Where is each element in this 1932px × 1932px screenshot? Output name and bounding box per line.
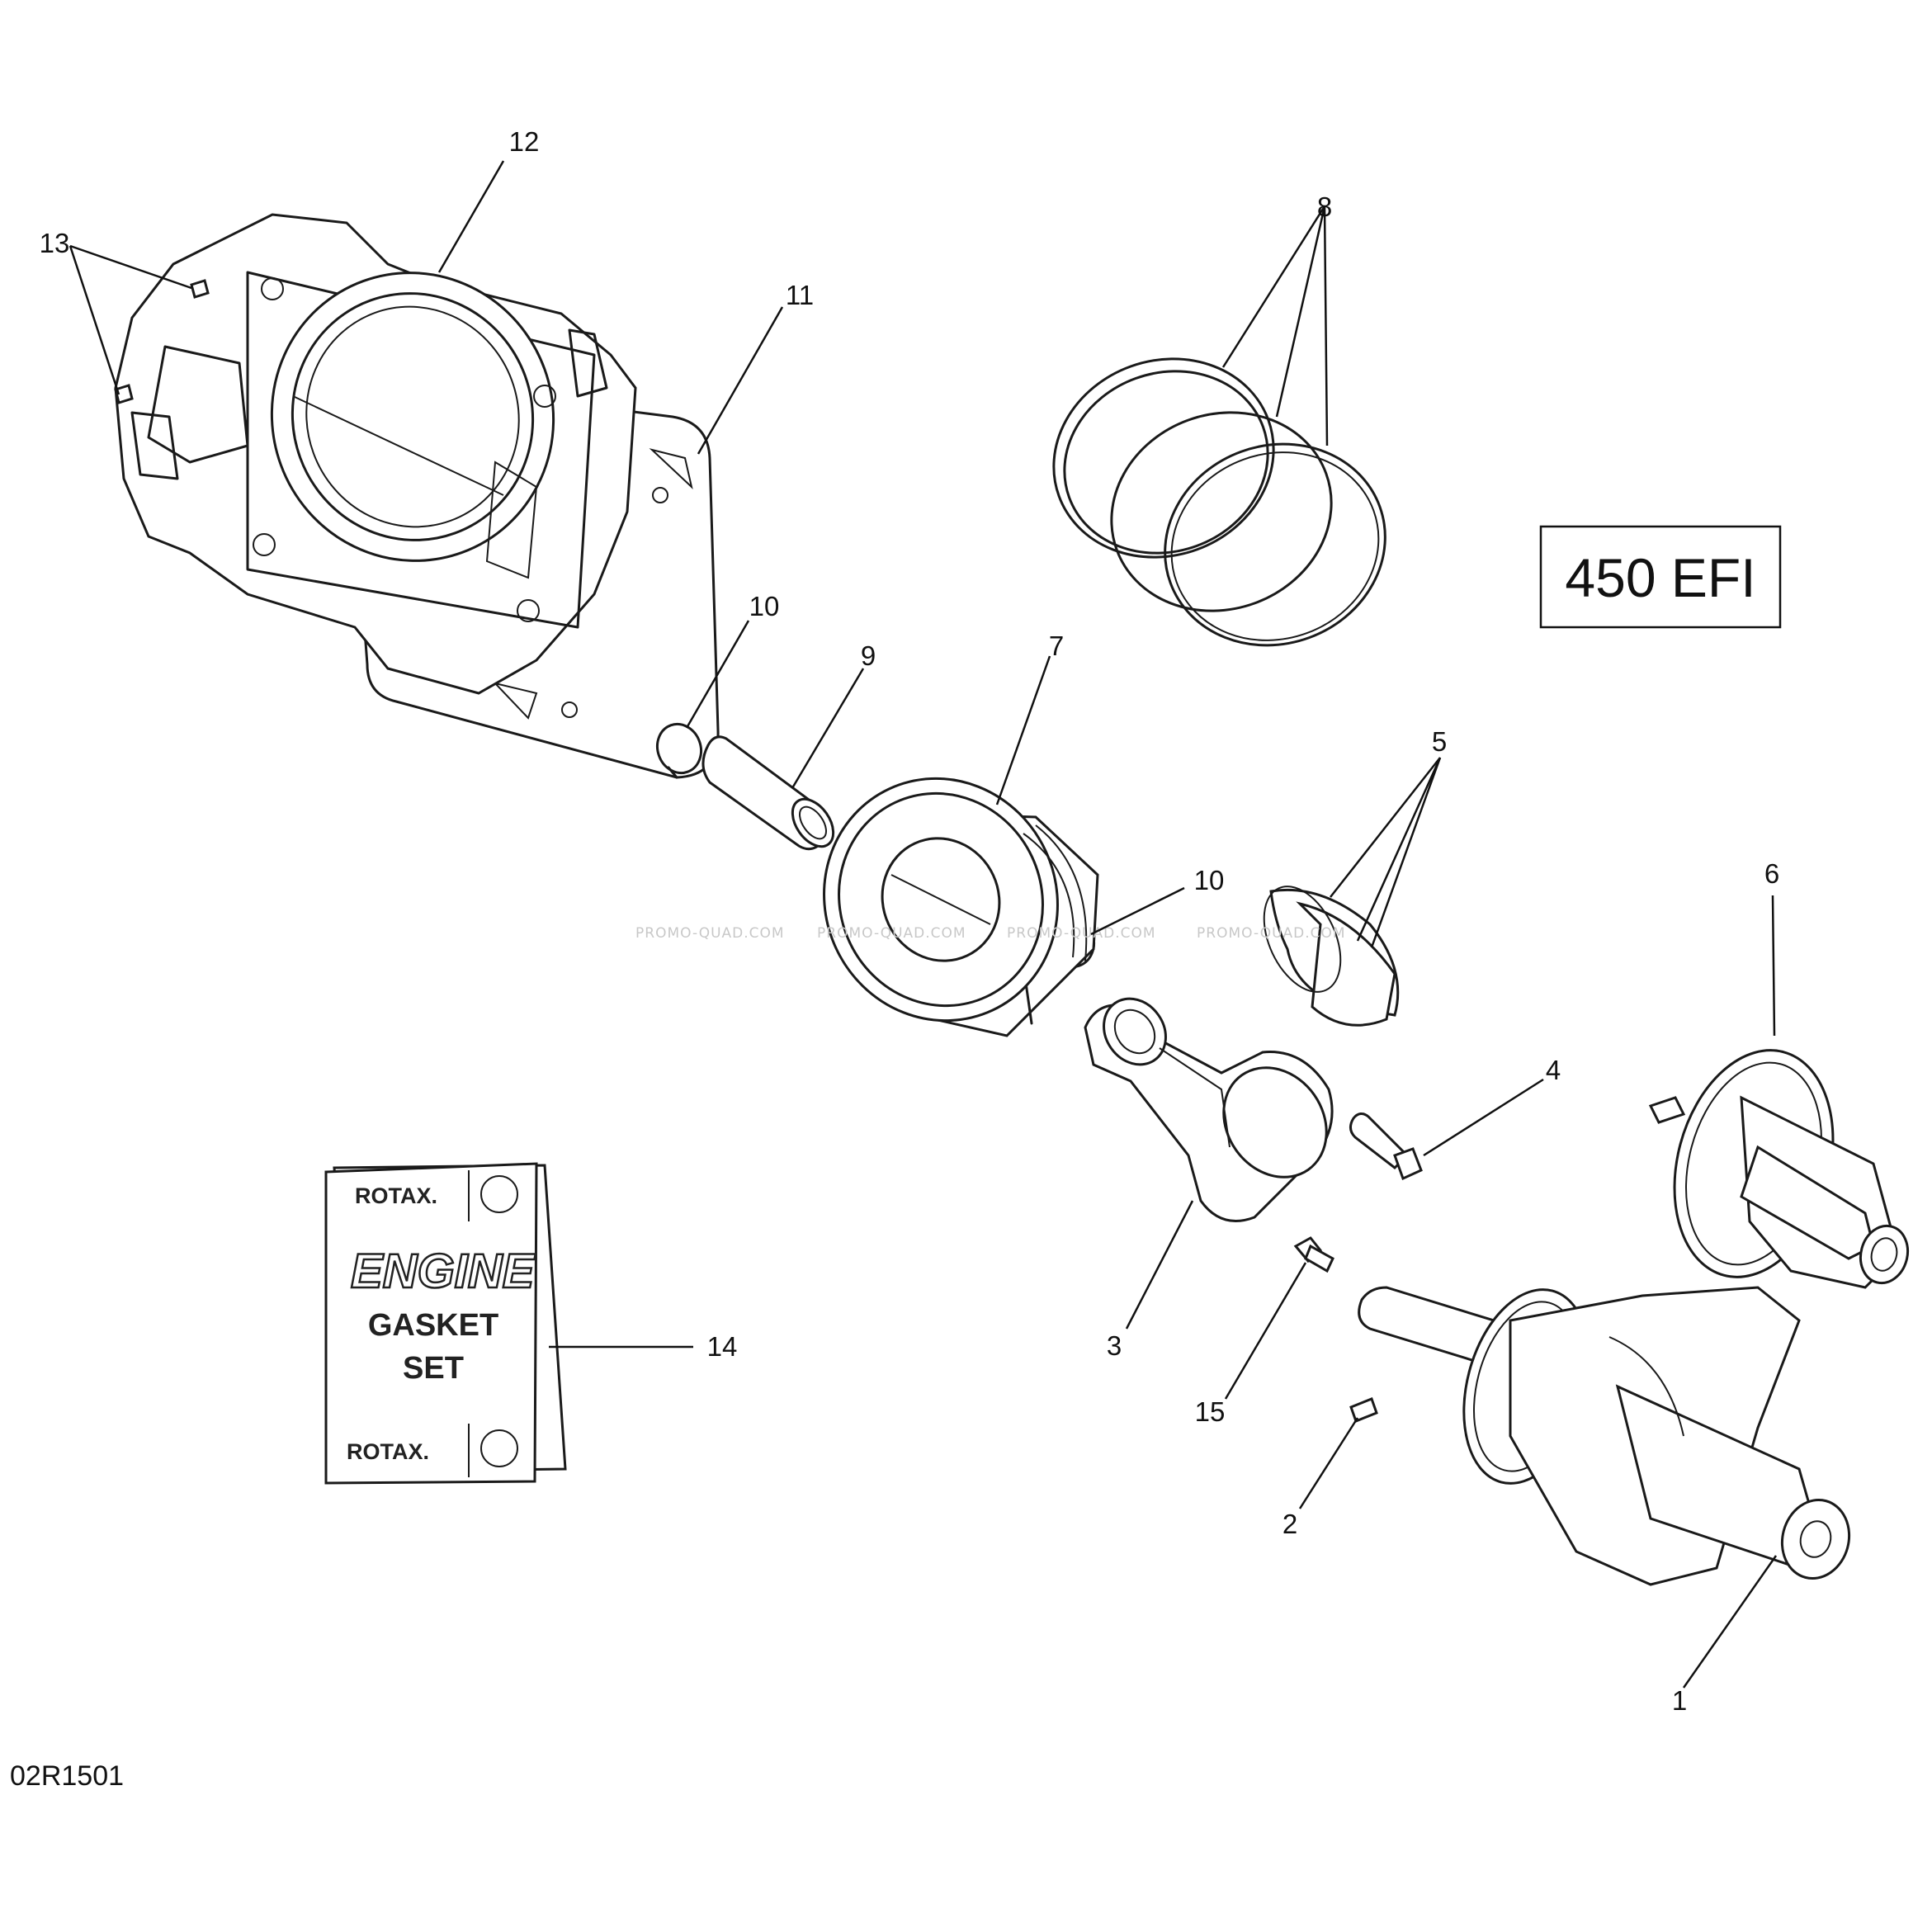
watermarks: PROMO-QUAD.COM PROMO-QUAD.COM PROMO-QUAD… xyxy=(635,925,1346,942)
kit-title: ENGINE xyxy=(351,1245,536,1298)
piston-rings xyxy=(1052,357,1386,647)
brand-logo-icon xyxy=(480,1175,518,1213)
callout-9: 9 xyxy=(861,640,876,671)
connecting-rod-bolt xyxy=(1349,1112,1423,1181)
cylinder xyxy=(114,213,637,695)
watermark: PROMO-QUAD.COM xyxy=(1197,925,1346,942)
callout-14: 14 xyxy=(707,1331,738,1362)
engine-gasket-set-package: ROTAX. ENGINE GASKET SET ROTAX. xyxy=(324,1162,567,1485)
callout-11: 11 xyxy=(786,280,814,310)
model-label-text: 450 EFI xyxy=(1565,547,1755,608)
model-label: 450 EFI xyxy=(1539,525,1782,629)
callout-1: 1 xyxy=(1672,1685,1687,1716)
callout-3: 3 xyxy=(1107,1330,1122,1361)
piston xyxy=(823,777,1099,1037)
callout-10-right: 10 xyxy=(1194,865,1225,895)
piston-pin-circlip-left xyxy=(656,722,702,779)
crankshaft-bolt xyxy=(1293,1236,1334,1273)
callout-10-left: 10 xyxy=(749,591,780,621)
callout-4: 4 xyxy=(1546,1055,1561,1085)
callout-7: 7 xyxy=(1049,631,1064,661)
connecting-rod xyxy=(1084,997,1334,1222)
callout-15: 15 xyxy=(1195,1396,1226,1427)
callout-12: 12 xyxy=(509,126,540,157)
callout-5: 5 xyxy=(1432,726,1447,757)
balancer-shaft xyxy=(1648,1049,1910,1289)
piston-pin xyxy=(701,735,835,851)
kit-line3: SET xyxy=(403,1351,464,1386)
callout-13: 13 xyxy=(40,228,70,258)
crankshaft xyxy=(1358,1286,1851,1586)
leader-lines xyxy=(68,160,1778,1689)
diagram-reference: 02R1501 xyxy=(10,1760,124,1792)
callout-6: 6 xyxy=(1764,858,1779,889)
brand-logo-icon xyxy=(480,1429,518,1467)
callout-numbers: 1 2 3 4 5 6 7 8 9 10 10 11 12 13 14 15 xyxy=(40,126,1780,1716)
watermark: PROMO-QUAD.COM xyxy=(817,925,966,942)
cylinder-studs xyxy=(114,279,210,404)
watermark: PROMO-QUAD.COM xyxy=(1007,925,1156,942)
woodruff-key xyxy=(1349,1397,1378,1423)
watermark: PROMO-QUAD.COM xyxy=(635,925,785,942)
kit-brand-top: ROTAX. xyxy=(355,1183,437,1208)
callout-2: 2 xyxy=(1282,1509,1297,1539)
callout-8: 8 xyxy=(1317,191,1332,222)
kit-brand-bottom: ROTAX. xyxy=(347,1439,429,1464)
kit-line2: GASKET xyxy=(368,1308,498,1343)
connecting-rod-bearings xyxy=(1263,886,1400,1027)
